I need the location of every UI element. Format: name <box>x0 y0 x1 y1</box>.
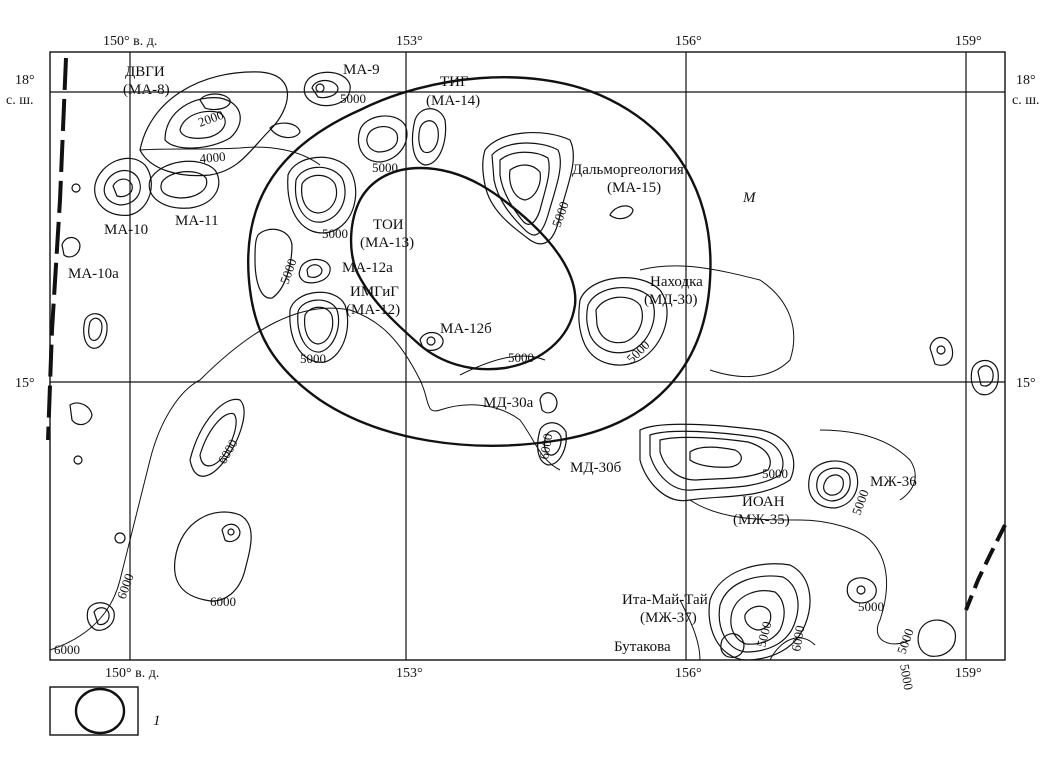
lat-label-right-15: 15° <box>1016 376 1036 391</box>
label-dvgi-code: (МА-8) <box>123 82 170 98</box>
label-butakova: Бутакова <box>614 639 671 655</box>
depth-contours <box>49 71 999 661</box>
outer-area-outline <box>246 76 712 447</box>
label-tig-code: (МА-14) <box>426 93 480 109</box>
lon-label-bottom-150: 150° в. д. <box>105 666 159 681</box>
isobath-5000-ma9: 5000 <box>340 91 366 106</box>
label-md30a: МД-30а <box>483 395 534 411</box>
isobath-6000-corner: 6000 <box>54 642 80 657</box>
label-ita-mai-tai: Ита-Май-Тай <box>622 592 708 608</box>
label-m: M <box>742 190 757 206</box>
legend-circle-icon <box>74 687 126 735</box>
label-ma11: МА-11 <box>175 213 219 229</box>
label-ma12b: МА-12б <box>440 321 492 337</box>
isobath-5000-ne: 5000 <box>897 663 916 691</box>
isobath-5000-ita-2: 5000 <box>858 599 884 614</box>
lon-label-top-153: 153° <box>396 34 423 49</box>
isobath-4000: 4000 <box>199 149 226 166</box>
lat-label-left-15: 15° <box>15 376 35 391</box>
legend-number: 1 <box>153 713 161 729</box>
label-tig: ТИГ <box>440 74 469 90</box>
lat-label-left-18: 18° <box>15 73 35 88</box>
lon-label-top-156: 156° <box>675 34 702 49</box>
isobath-5000-ita-1: 5000 <box>753 620 774 649</box>
label-nakhodka: Находка <box>650 274 703 290</box>
isobath-5000-center: 5000 <box>508 350 534 365</box>
lon-label-top-150: 150° в. д. <box>103 34 157 49</box>
lat-label-right-18: 18° <box>1016 73 1036 88</box>
lat-label-right-18-suffix: с. ш. <box>1012 93 1040 108</box>
label-ma10: МА-10 <box>104 222 148 238</box>
label-imgig-code: (МА-12) <box>346 302 400 318</box>
label-mzh36: МЖ-36 <box>870 474 917 490</box>
isobath-5000-toi: 5000 <box>322 226 348 241</box>
isobath-5000-tig: 5000 <box>372 160 398 175</box>
boundary-dashed-east <box>964 524 1007 611</box>
label-ma9: МА-9 <box>343 62 380 78</box>
label-nakhodka-code: (МД-30) <box>644 292 698 308</box>
lon-label-bottom-156: 156° <box>675 666 702 681</box>
label-dalmorgeologia: Дальморгеология <box>572 162 684 178</box>
legend-swatch <box>49 686 139 736</box>
isobath-6000-ita: 6000 <box>788 624 807 652</box>
inner-area-outline <box>349 166 577 371</box>
boundary-dashed-west <box>46 57 68 441</box>
label-ita-mai-tai-code: (МЖ-37) <box>640 610 697 626</box>
graticule <box>50 52 1005 660</box>
isobath-5000-ioan: 5000 <box>762 466 788 481</box>
lon-label-top-159: 159° <box>955 34 982 49</box>
label-md30b: МД-30б <box>570 460 622 476</box>
label-dalmorgeologia-code: (МА-15) <box>607 180 661 196</box>
isobath-6000-md: 6000 <box>536 432 555 460</box>
label-ioan-code: (МЖ-35) <box>733 512 790 528</box>
lon-label-bottom-153: 153° <box>396 666 423 681</box>
legend: 1 <box>49 686 161 736</box>
label-toi: ТОИ <box>373 217 404 233</box>
label-dvgi: ДВГИ <box>125 64 165 80</box>
isobath-5000-imgig: 5000 <box>300 351 326 366</box>
label-toi-code: (МА-13) <box>360 235 414 251</box>
label-imgig: ИМГиГ <box>350 284 399 300</box>
label-ma12a: МА-12а <box>342 260 393 276</box>
label-ioan: ИОАН <box>742 494 785 510</box>
isobath-6000-south: 6000 <box>210 594 236 609</box>
lon-label-bottom-159: 159° <box>955 666 982 681</box>
lat-label-left-18-suffix: с. ш. <box>6 93 34 108</box>
isobath-labels: 2000 4000 5000 5000 5000 5000 5000 5000 … <box>54 91 917 691</box>
feature-labels: ДВГИ (МА-8) МА-9 ТИГ (МА-14) Дальморгеол… <box>68 62 917 655</box>
label-ma10a: МА-10а <box>68 266 119 282</box>
